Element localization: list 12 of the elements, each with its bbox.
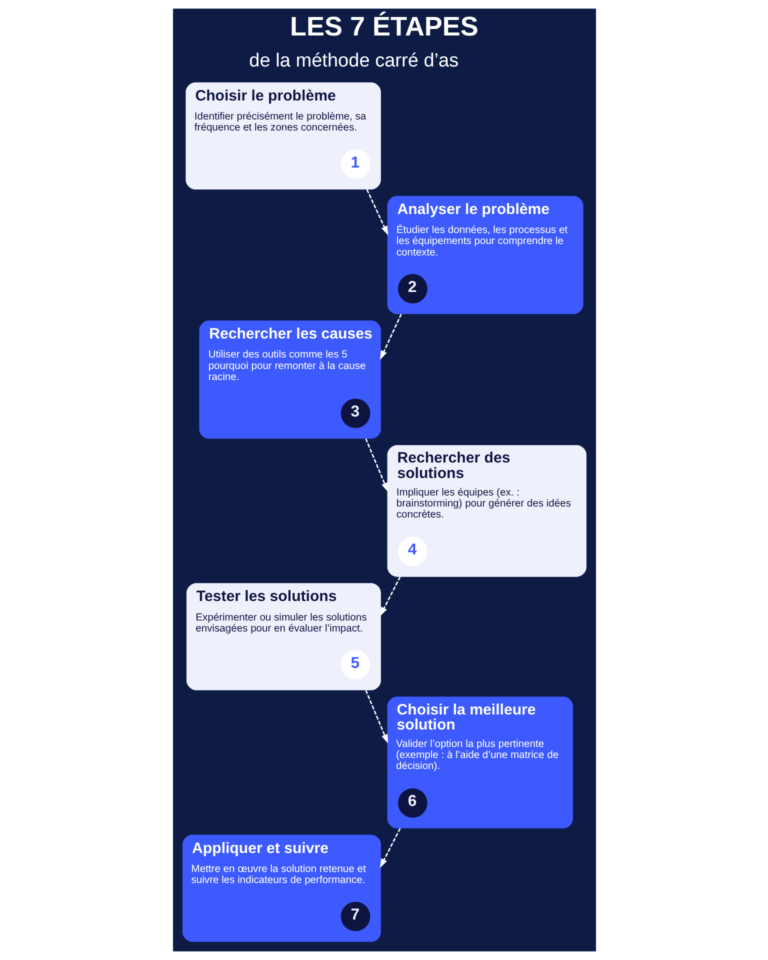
node-circle: 2 [398,274,427,304]
label: de la méthode carré d’as [248,50,458,72]
node-circle: 7 [340,902,370,932]
node-circle: 3 [340,398,370,428]
arrow [379,576,400,616]
arrow [366,189,388,236]
arrow [379,828,400,868]
diagram-title: LES 7 ÉTAPES [290,12,478,42]
node-circle: 6 [398,788,427,818]
arrow [380,314,402,360]
arrow [364,438,388,492]
arrow [364,690,388,744]
